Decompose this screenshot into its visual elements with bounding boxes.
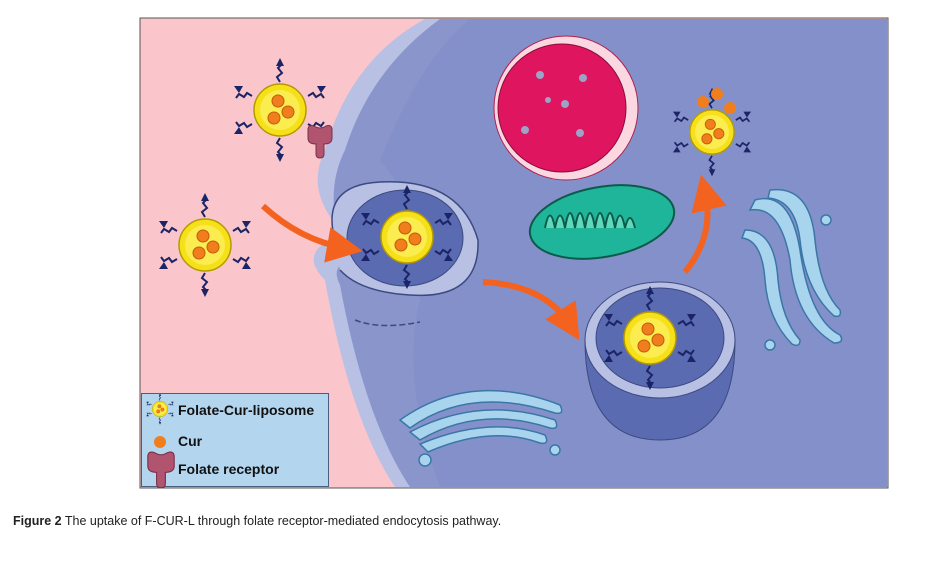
liposome-icon [145,394,175,425]
legend-label: Folate receptor [178,461,280,477]
lysosome [493,35,639,181]
legend: Folate-Cur-liposome Cur Folate receptor [141,393,329,488]
pathway-arrows [260,174,727,341]
golgi-apparatus [398,188,843,467]
receptor-icon [147,451,175,488]
legend-label: Folate-Cur-liposome [178,402,315,418]
mitochondrion [528,184,676,260]
legend-label: Cur [178,433,203,449]
liposome-releasing-cur [672,86,752,178]
orange-dot-icon [154,436,166,448]
figure-caption: Figure 2 The uptake of F-CUR-L through f… [13,514,501,528]
caption-label: Figure 2 [13,514,62,528]
caption-text: The uptake of F-CUR-L through folate rec… [64,514,502,528]
